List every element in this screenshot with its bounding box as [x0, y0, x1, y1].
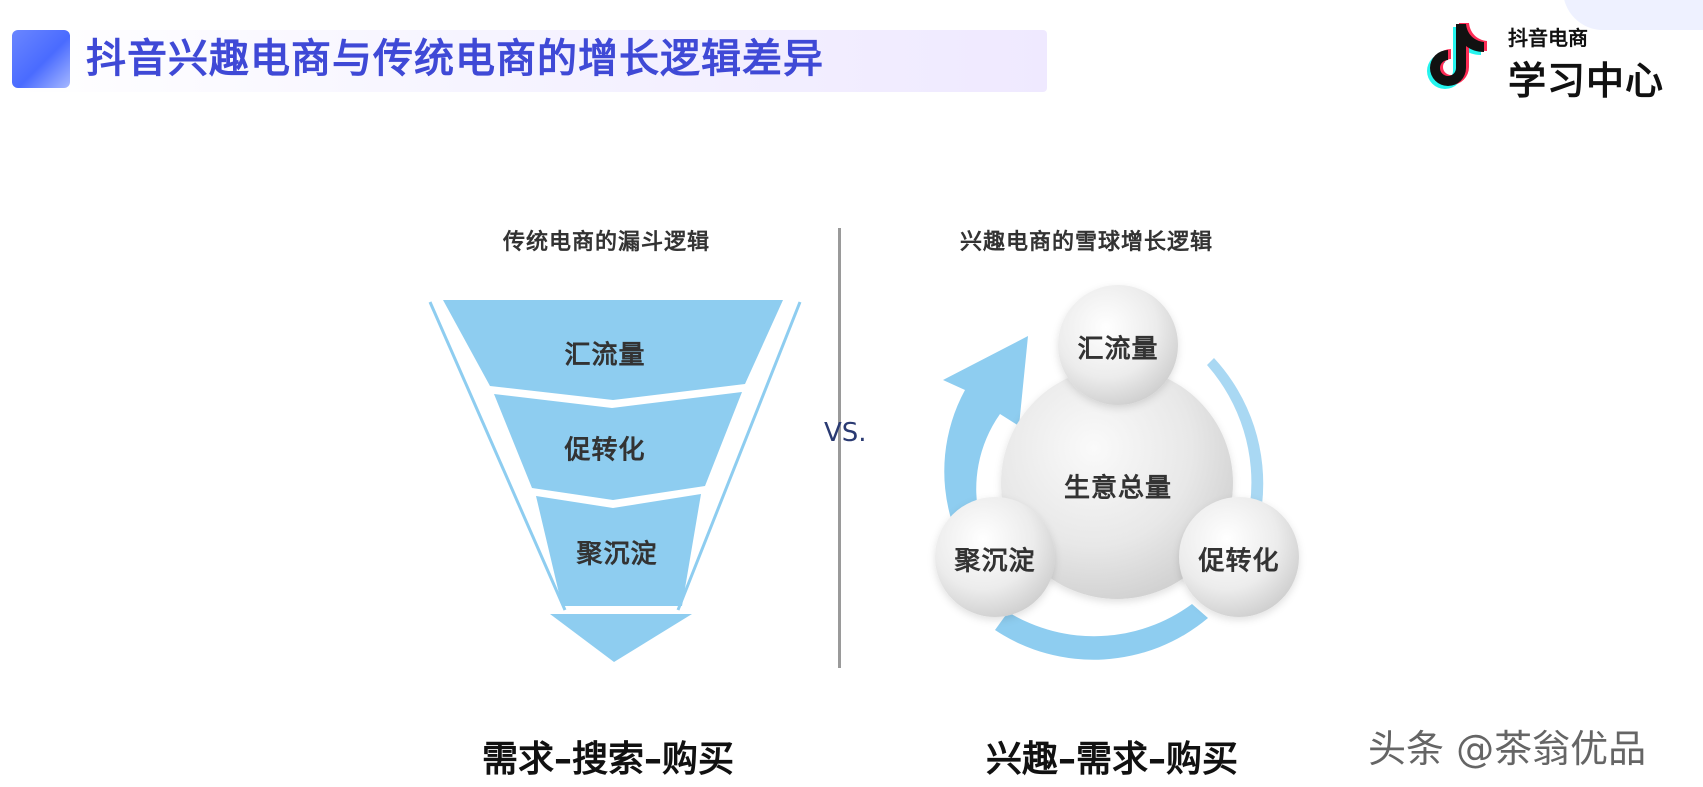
watermark: 头条 @茶翁优品	[1368, 727, 1647, 771]
vs-label: VS.	[824, 418, 867, 448]
cycle-stage-left: 聚沉淀	[954, 546, 1036, 577]
funnel-stage-1: 汇流量	[564, 340, 646, 371]
sphere-left	[935, 497, 1055, 617]
funnel-tip-arrow	[550, 614, 692, 662]
center-sphere	[1001, 367, 1233, 599]
center-label: 生意总量	[1063, 473, 1173, 504]
snowball-title: 兴趣电商的雪球增长逻辑	[960, 230, 1214, 255]
funnel-segment-bottom	[536, 494, 701, 606]
snowball-cycle	[935, 285, 1299, 660]
cycle-stage-right: 促转化	[1198, 546, 1280, 577]
logo: 抖音电商 学习中心	[1420, 18, 1690, 103]
title-bar	[12, 30, 1047, 92]
funnel	[428, 300, 802, 662]
funnel-bottom-label: 需求–搜索–购买	[481, 739, 735, 780]
funnel-outline-right	[676, 301, 802, 611]
tiktok-note-icon	[1427, 23, 1487, 89]
sphere-right	[1179, 497, 1299, 617]
cycle-arrow-left	[943, 336, 1028, 522]
corner-decoration	[1563, 0, 1703, 30]
cycle-arrow-bottom	[995, 604, 1208, 660]
funnel-segment-top	[443, 300, 783, 400]
sphere-top	[1058, 285, 1178, 405]
funnel-stage-3: 聚沉淀	[576, 539, 658, 570]
title-accent-square	[12, 30, 70, 88]
cycle-stage-top: 汇流量	[1077, 334, 1159, 365]
funnel-title: 传统电商的漏斗逻辑	[503, 230, 711, 255]
funnel-stage-2: 促转化	[564, 435, 646, 466]
funnel-outline-left	[428, 301, 567, 611]
funnel-segment-middle	[494, 392, 742, 500]
logo-big-text: 学习中心	[1508, 59, 1665, 103]
logo-small-text: 抖音电商	[1508, 26, 1588, 50]
page-title: 抖音兴趣电商与传统电商的增长逻辑差异	[86, 36, 824, 82]
snowball-bottom-label: 兴趣–需求–购买	[985, 739, 1239, 780]
cycle-arrow-right	[1207, 358, 1264, 505]
vs-divider	[838, 228, 841, 668]
